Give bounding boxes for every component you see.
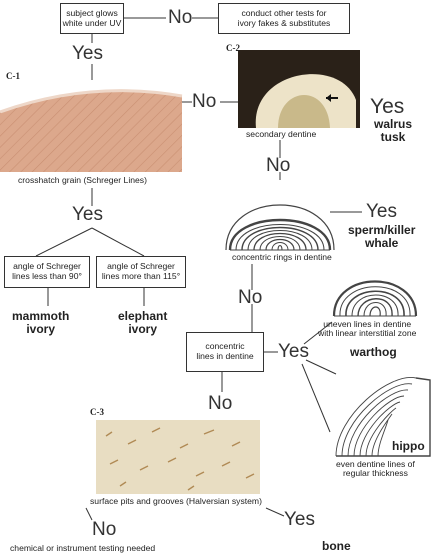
answer-no-bone: No (92, 519, 117, 540)
answer-yes-uv: Yes (72, 43, 103, 64)
figure-label-c3: C-3 (90, 407, 104, 417)
answer-no-walrus: No (266, 155, 291, 176)
concentric-rings-drawing (225, 204, 335, 251)
answer-no-uv: No (168, 7, 193, 28)
result-mammoth-ivory: mammoth ivory (12, 309, 70, 336)
result-warthog: warthog (350, 345, 397, 359)
crosshatch-caption: crosshatch grain (Schreger Lines) (18, 175, 147, 185)
angle-less-box: angle of Schreger lines less than 90° (4, 256, 90, 288)
answer-no-crosshatch: No (192, 91, 217, 112)
result-hippo: hippo (392, 439, 425, 453)
secondary-dentine-caption: secondary dentine (246, 129, 317, 139)
result-bone: bone (322, 539, 351, 553)
even-lines-caption: even dentine lines of regular thickness (336, 459, 415, 479)
even-lines-drawing (335, 377, 431, 457)
figure-label-c1: C-1 (6, 71, 20, 81)
other-tests-box: conduct other tests for ivory fakes & su… (218, 3, 350, 34)
answer-yes-bone: Yes (284, 509, 315, 530)
figure-label-c2: C-2 (226, 43, 240, 53)
answer-yes-lines: Yes (278, 341, 309, 362)
uneven-lines-drawing (332, 280, 418, 317)
uneven-lines-caption: uneven lines in dentine with linear inte… (318, 319, 417, 339)
answer-no-rings: No (238, 287, 263, 308)
figure-c1-crosshatch-image (0, 89, 183, 172)
connector-lines (35, 17, 362, 521)
angle-more-box: angle of Schreger lines more than 115° (96, 256, 186, 288)
answer-no-lines: No (208, 393, 233, 414)
answer-yes-walrus: Yes (370, 95, 405, 118)
surface-pits-caption: surface pits and grooves (Halversian sys… (90, 496, 262, 506)
concentric-lines-box: concentric lines in dentine (186, 332, 264, 372)
uv-test-box: subject glows white under UV (60, 3, 124, 34)
concentric-rings-caption: concentric rings in dentine (232, 252, 332, 262)
result-elephant-ivory: elephant ivory (118, 309, 168, 336)
result-walrus-tusk: walrus tusk (374, 117, 413, 144)
chemical-testing-caption: chemical or instrument testing needed (10, 543, 156, 553)
figure-c2-walrus-image (238, 50, 360, 128)
figure-c3-bone-image (96, 420, 260, 494)
answer-yes-whale: Yes (366, 201, 397, 222)
answer-yes-crosshatch: Yes (72, 204, 103, 225)
result-sperm-killer-whale: sperm/killer whale (348, 223, 416, 250)
